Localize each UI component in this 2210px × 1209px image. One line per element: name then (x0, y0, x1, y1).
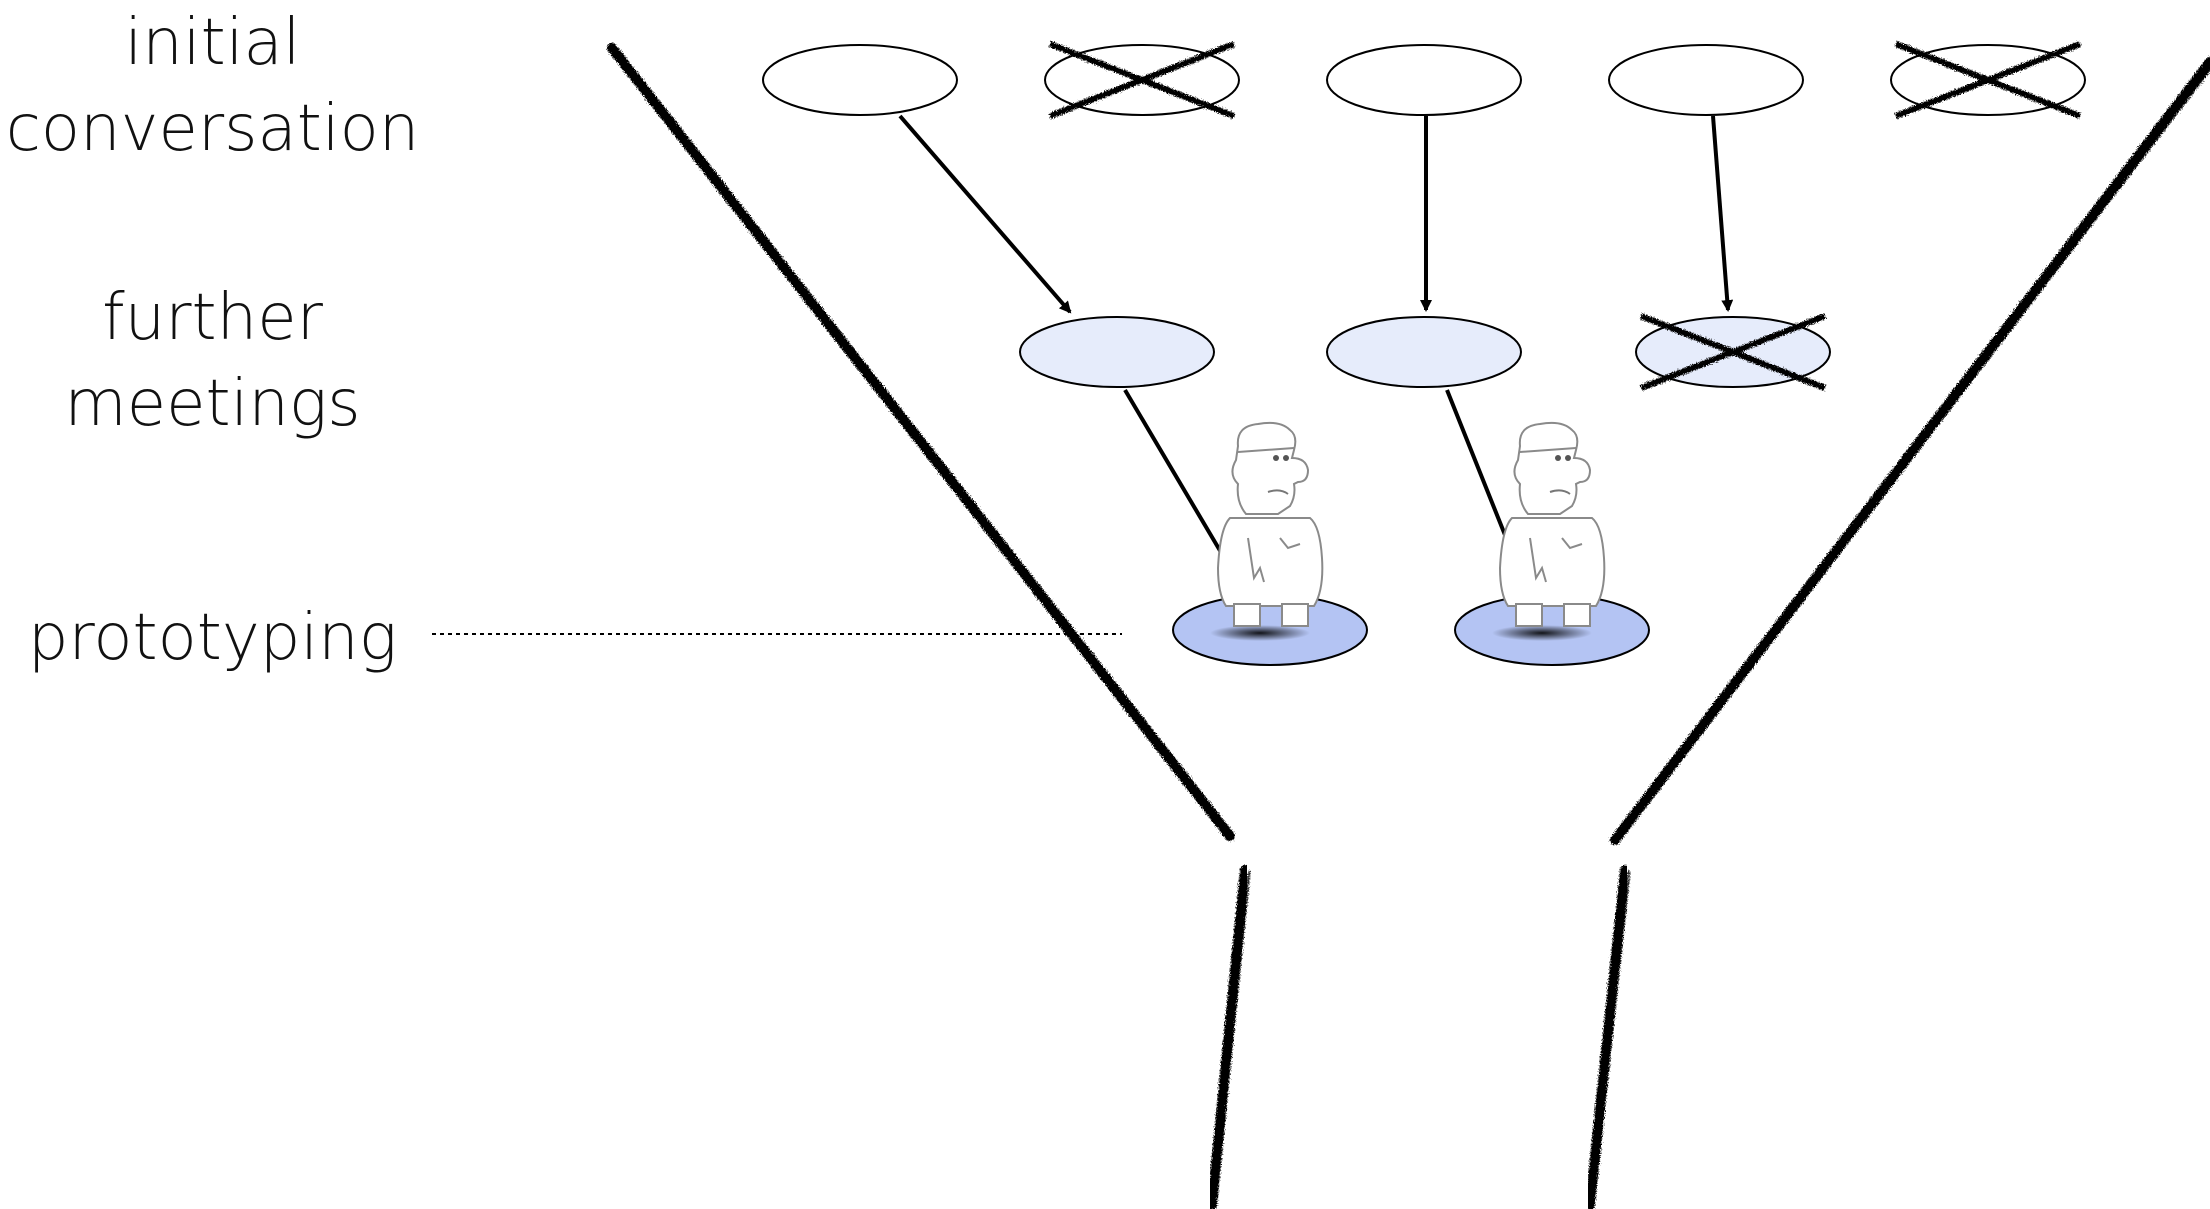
connectors (898, 114, 1734, 556)
funnel-wall-1 (1610, 57, 2210, 845)
figures (1210, 421, 1606, 641)
robot-figure (1499, 421, 1606, 627)
funnel-wall-stroke-3 (1591, 870, 1631, 1207)
stage-label-line: initial (124, 6, 301, 80)
funnel-wall-stroke-0 (614, 48, 1235, 838)
stage-label-further-meetings: further meetings (0, 275, 425, 447)
arrow-connector (898, 114, 1072, 314)
stage-label-prototyping: prototyping (0, 595, 425, 681)
stage-label-line: further (102, 281, 323, 355)
initial-node (762, 44, 958, 116)
figure-shadow (1210, 625, 1310, 641)
funnel-wall-stroke-2 (1213, 870, 1251, 1207)
cross-mark-line (1639, 313, 1827, 391)
initial-node (1326, 44, 1522, 116)
funnel-walls (607, 43, 2210, 1209)
stage-label-initial-conversation: initial conversation (0, 0, 425, 172)
cross-mark-line (1894, 41, 2082, 119)
funnel-wall-0 (607, 43, 1235, 841)
stage-label-line: prototyping (27, 601, 398, 675)
cross-mark-line (1048, 41, 1236, 119)
stage-label-line: meetings (64, 367, 361, 441)
nodes (762, 41, 2086, 666)
robot-figure (1217, 421, 1324, 627)
funnel-wall-2 (1207, 865, 1250, 1209)
figure-shadow (1492, 625, 1592, 641)
plain-connector (1445, 389, 1507, 536)
further-node (1326, 316, 1522, 388)
arrow-connector (1711, 115, 1734, 312)
stage-label-line: conversation (5, 92, 420, 166)
further-node (1019, 316, 1215, 388)
funnel-wall-3 (1585, 865, 1630, 1209)
initial-node (1608, 44, 1804, 116)
funnel-wall-stroke-1 (1616, 66, 2210, 842)
plain-connector (1123, 388, 1224, 556)
